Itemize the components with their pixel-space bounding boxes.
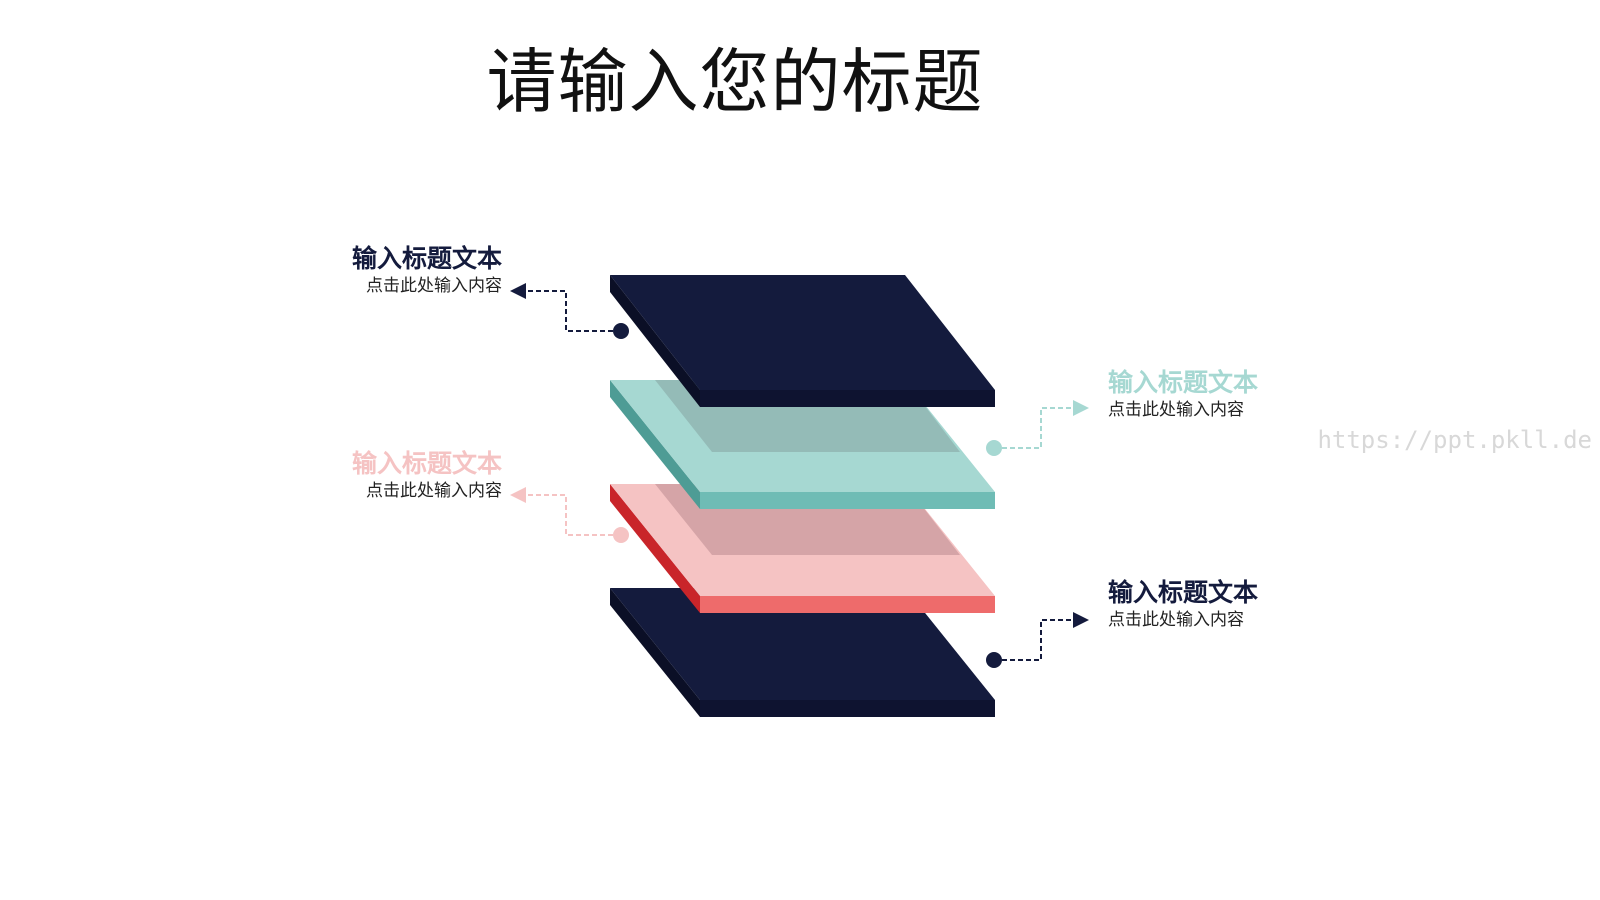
- connector-dot: [986, 652, 1002, 668]
- watermark: https://ppt.pkll.de: [1317, 426, 1592, 454]
- connector-dot: [986, 440, 1002, 456]
- label-subtitle: 点击此处输入内容: [366, 276, 502, 296]
- label-teal-right: 输入标题文本 点击此处输入内容: [1108, 368, 1368, 422]
- label-bottom-right: 输入标题文本 点击此处输入内容: [1108, 578, 1368, 632]
- connector-bottom-right: [986, 612, 1089, 668]
- label-top-left: 输入标题文本 点击此处输入内容: [242, 244, 502, 298]
- label-pink-left: 输入标题文本 点击此处输入内容: [242, 449, 502, 503]
- label-title: 输入标题文本: [351, 244, 502, 273]
- slide-title: 请输入您的标题: [486, 41, 984, 123]
- connector-dot: [613, 323, 629, 339]
- layer-top-navy: [610, 275, 995, 407]
- label-title: 输入标题文本: [1108, 368, 1259, 397]
- connector-pink-left: [510, 487, 629, 543]
- label-subtitle: 点击此处输入内容: [1108, 400, 1244, 420]
- layer-bottom-navy: [610, 588, 995, 717]
- label-subtitle: 点击此处输入内容: [366, 481, 502, 501]
- label-title: 输入标题文本: [1108, 578, 1259, 607]
- connector-dot: [613, 527, 629, 543]
- connector-teal-right: [986, 400, 1089, 456]
- label-subtitle: 点击此处输入内容: [1108, 610, 1244, 630]
- connector-top-left: [510, 283, 629, 339]
- label-title: 输入标题文本: [351, 449, 502, 478]
